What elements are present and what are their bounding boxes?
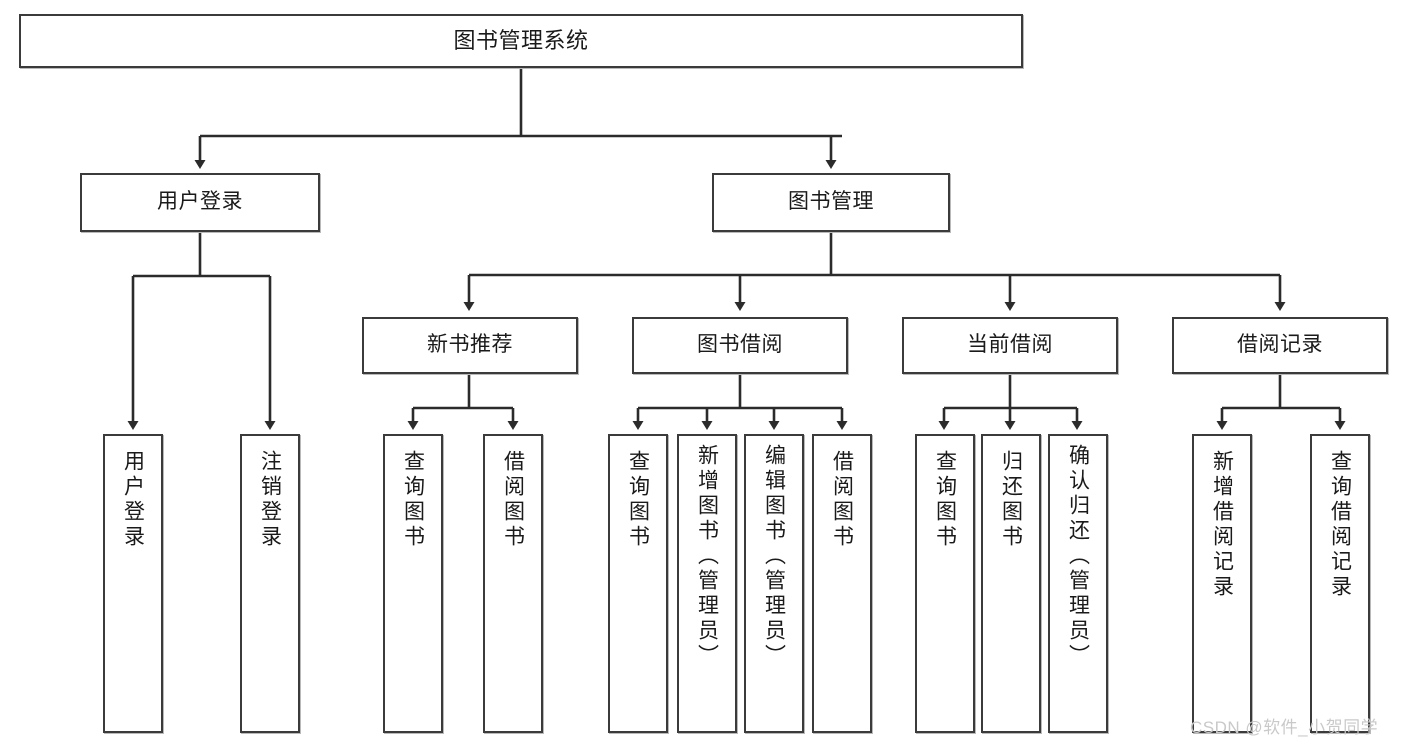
node-label: 当前借阅 <box>967 333 1053 357</box>
node-label: 用户登录 <box>157 190 243 214</box>
node-label: 编辑图书（管理员） <box>762 444 786 669</box>
node-label: 图书管理 <box>788 190 874 214</box>
node-label: 注销登录 <box>258 450 282 550</box>
leaf-user-login-logout[interactable]: 注销登录 <box>240 434 300 733</box>
leaf-current-borrow-confirm-return[interactable]: 确认归还（管理员） <box>1048 434 1108 733</box>
node-label: 图书借阅 <box>697 333 783 357</box>
csdn-watermark: CSDN @软件_小贺同学 <box>1190 718 1379 737</box>
node-new-book-recommend[interactable]: 新书推荐 <box>362 317 578 374</box>
node-current-borrow[interactable]: 当前借阅 <box>902 317 1118 374</box>
leaf-book-borrow-borrow-book[interactable]: 借阅图书 <box>812 434 872 733</box>
leaf-book-borrow-edit-book[interactable]: 编辑图书（管理员） <box>744 434 804 733</box>
leaf-borrow-record-query-record[interactable]: 查询借阅记录 <box>1310 434 1370 733</box>
node-label: 查询图书 <box>401 450 425 550</box>
node-label: 查询图书 <box>626 450 650 550</box>
node-label: 查询借阅记录 <box>1328 450 1352 600</box>
node-label: 归还图书 <box>999 450 1023 550</box>
node-label: 新增图书（管理员） <box>695 444 719 669</box>
leaf-borrow-record-add-record[interactable]: 新增借阅记录 <box>1192 434 1252 733</box>
node-borrow-record[interactable]: 借阅记录 <box>1172 317 1388 374</box>
leaf-book-borrow-query-book[interactable]: 查询图书 <box>608 434 668 733</box>
node-book-borrow[interactable]: 图书借阅 <box>632 317 848 374</box>
leaf-new-book-query-book[interactable]: 查询图书 <box>383 434 443 733</box>
node-label: 查询图书 <box>933 450 957 550</box>
leaf-current-borrow-return-book[interactable]: 归还图书 <box>981 434 1041 733</box>
leaf-book-borrow-add-book[interactable]: 新增图书（管理员） <box>677 434 737 733</box>
node-label: 用户登录 <box>121 450 145 550</box>
node-label: 图书管理系统 <box>453 27 589 53</box>
leaf-user-login-login[interactable]: 用户登录 <box>103 434 163 733</box>
leaf-new-book-borrow-book[interactable]: 借阅图书 <box>483 434 543 733</box>
node-root-system[interactable]: 图书管理系统 <box>19 14 1023 68</box>
node-label: 借阅图书 <box>501 450 525 550</box>
node-label: 借阅记录 <box>1237 333 1323 357</box>
node-user-login[interactable]: 用户登录 <box>80 173 320 232</box>
leaf-current-borrow-query-book[interactable]: 查询图书 <box>915 434 975 733</box>
node-label: 确认归还（管理员） <box>1066 444 1090 669</box>
node-label: 新增借阅记录 <box>1210 450 1234 600</box>
node-book-management[interactable]: 图书管理 <box>712 173 950 232</box>
node-label: 借阅图书 <box>830 450 854 550</box>
node-label: 新书推荐 <box>427 333 513 357</box>
